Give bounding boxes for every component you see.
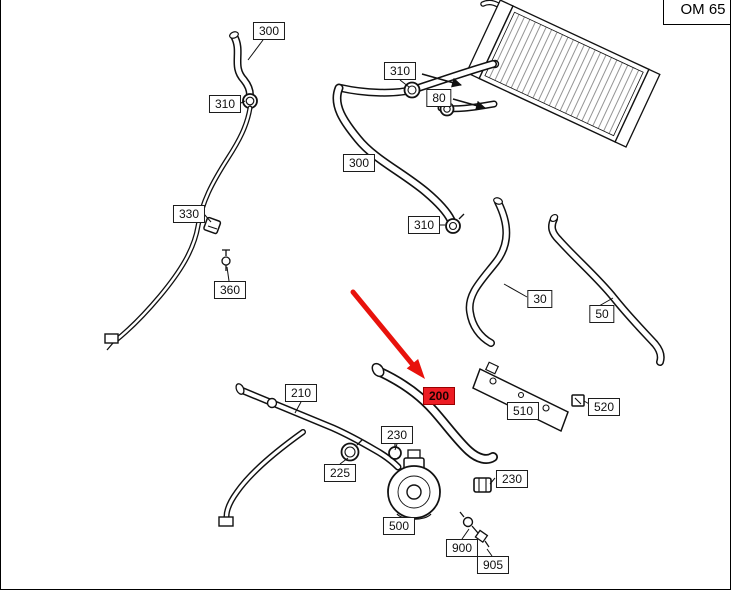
highlighted-part-label-200[interactable]: 200 (422, 387, 456, 405)
part-label-210[interactable]: 210 (284, 384, 318, 402)
clip-230-right (473, 477, 492, 493)
part-label-30[interactable]: 30 (527, 290, 553, 308)
part-label-310[interactable]: 310 (208, 95, 242, 113)
part-label-230[interactable]: 230 (380, 426, 414, 444)
o-ring-310 (242, 93, 258, 109)
part-label-300[interactable]: 300 (342, 154, 376, 172)
part-label-300[interactable]: 300 (252, 22, 286, 40)
engine-code-label: OM 65 (680, 1, 726, 18)
part-label-900[interactable]: 900 (445, 539, 479, 557)
pump-500 (387, 449, 441, 520)
hose-300-main (332, 83, 456, 225)
part-label-520[interactable]: 520 (587, 398, 621, 416)
part-label-50[interactable]: 50 (589, 305, 615, 323)
part-label-310[interactable]: 310 (383, 62, 417, 80)
part-label-225[interactable]: 225 (323, 464, 357, 482)
clamp-330 (203, 216, 222, 235)
clip-520 (571, 394, 585, 407)
pipe-210 (218, 383, 402, 527)
part-label-905[interactable]: 905 (476, 556, 510, 574)
hose-200 (371, 362, 498, 464)
part-label-310[interactable]: 310 (407, 216, 441, 234)
highlight-arrow (350, 289, 425, 379)
pipe-330 (104, 105, 253, 351)
clamp-310-mid (445, 213, 465, 234)
clamp-225 (340, 439, 363, 462)
bracket-510 (472, 361, 569, 433)
part-label-360[interactable]: 360 (213, 281, 247, 299)
part-label-230[interactable]: 230 (495, 470, 529, 488)
direction-arrows (421, 73, 486, 111)
hose-300-upper (229, 31, 254, 99)
part-label-500[interactable]: 500 (382, 517, 416, 535)
part-label-510[interactable]: 510 (506, 402, 540, 420)
valve-900-905 (459, 511, 490, 548)
bolt-360 (221, 249, 231, 271)
part-label-330[interactable]: 330 (172, 205, 206, 223)
part-label-80[interactable]: 80 (426, 89, 452, 107)
hose-30 (465, 197, 511, 347)
hose-50 (547, 213, 665, 366)
engine-code-box: OM 65 (663, 0, 730, 25)
